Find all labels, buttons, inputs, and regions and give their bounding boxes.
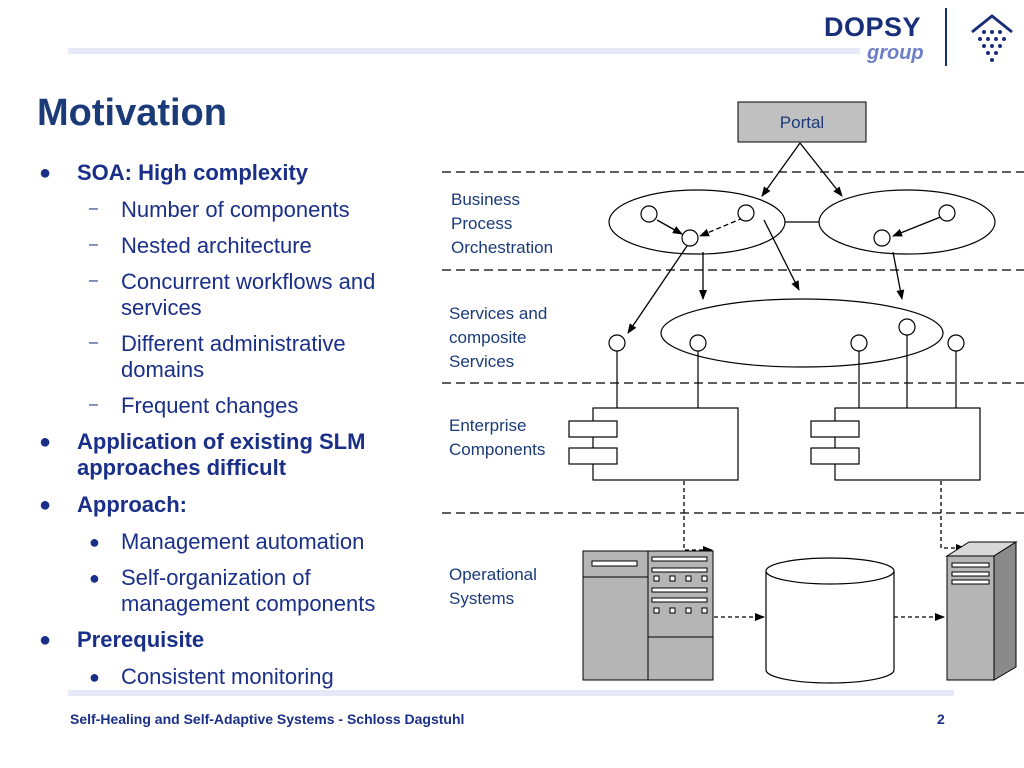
sub-bullet-item: ● Management automation — [37, 529, 437, 555]
dash-icon: – — [89, 396, 98, 413]
port-circles — [640, 204, 956, 247]
sub-bullet-text: Different administrative domains — [121, 331, 346, 382]
bullet-dot-icon: ● — [39, 162, 52, 184]
enterprise-component-left — [568, 407, 739, 481]
sub-bullet-text: Consistent monitoring — [121, 664, 334, 689]
logo-house-icon — [971, 14, 1013, 62]
mainframe-server — [582, 550, 714, 681]
portal-label: Portal — [780, 113, 824, 132]
bullet-item: ● Approach: — [37, 492, 437, 518]
bullet-text: SOA: High complexity — [77, 160, 309, 185]
page-number: 2 — [937, 711, 945, 727]
sub-bullet-text: Self-organization of management componen… — [121, 565, 376, 616]
logo-divider — [945, 8, 947, 66]
sub-bullet-item: – Nested architecture — [37, 233, 437, 259]
header-rule — [68, 48, 860, 54]
sub-bullet-item: ● Self-organization of management compone… — [37, 565, 441, 617]
portal-arrow-left — [761, 142, 801, 197]
bullet-dot-icon: ● — [89, 667, 100, 687]
sub-bullet-text: Management automation — [121, 529, 365, 554]
layer-label-business: Business Process Orchestration — [451, 190, 554, 257]
orchestration-ellipses — [608, 189, 996, 255]
sub-bullet-text: Frequent changes — [121, 393, 299, 418]
footer-title: Self-Healing and Self-Adaptive Systems -… — [70, 711, 465, 727]
sub-bullet-item: – Frequent changes — [37, 393, 437, 419]
layer-label-enterprise: Enterprise Components — [449, 416, 546, 459]
layer-label-services: Services and composite Services — [449, 304, 548, 371]
bullet-dot-icon: ● — [39, 494, 52, 516]
database-cylinder — [765, 557, 895, 684]
portal-box: Portal — [737, 101, 867, 143]
bullet-list: ● SOA: High complexity – Number of compone… — [37, 160, 437, 700]
slide-title: Motivation — [37, 92, 227, 134]
sub-bullet-text: Concurrent workflows and services — [121, 269, 376, 320]
enterprise-component-right — [810, 407, 981, 481]
logo-sub-text: group — [867, 42, 924, 64]
bullet-dot-icon: ● — [39, 629, 52, 651]
sub-bullet-item: – Concurrent workflows and services — [37, 269, 421, 321]
logo-main-text: DOPSY — [824, 12, 922, 42]
sub-bullet-item: ● Consistent monitoring — [37, 664, 437, 690]
layer-label-operational: Operational Systems — [449, 565, 537, 608]
bullet-item: ● SOA: High complexity — [37, 160, 437, 186]
sub-bullet-item: – Number of components — [37, 197, 437, 223]
bullet-text: Application of existing SLM approaches d… — [77, 429, 366, 480]
footer-rule — [68, 690, 954, 696]
dash-icon: – — [89, 272, 98, 289]
sub-bullet-item: – Different administrative domains — [37, 331, 421, 383]
layer-separators — [442, 171, 1024, 514]
bullet-dot-icon: ● — [89, 568, 100, 588]
dash-icon: – — [89, 236, 98, 253]
portal-arrow-right — [799, 142, 843, 197]
dash-icon: – — [89, 334, 98, 351]
tower-server — [945, 541, 1018, 681]
sub-bullet-text: Nested architecture — [121, 233, 312, 258]
dash-icon: – — [89, 200, 98, 217]
bullet-text: Approach: — [77, 492, 187, 517]
bullet-dot-icon: ● — [89, 532, 100, 552]
bullet-text: Prerequisite — [77, 627, 205, 652]
services-ellipse — [660, 298, 944, 368]
bullet-item: ● Prerequisite — [37, 627, 437, 653]
bullet-dot-icon: ● — [39, 431, 52, 453]
dopsy-logo: DOPSY group — [820, 8, 1020, 68]
sub-bullet-text: Number of components — [121, 197, 350, 222]
bullet-item: ● Application of existing SLM approaches … — [37, 429, 387, 481]
